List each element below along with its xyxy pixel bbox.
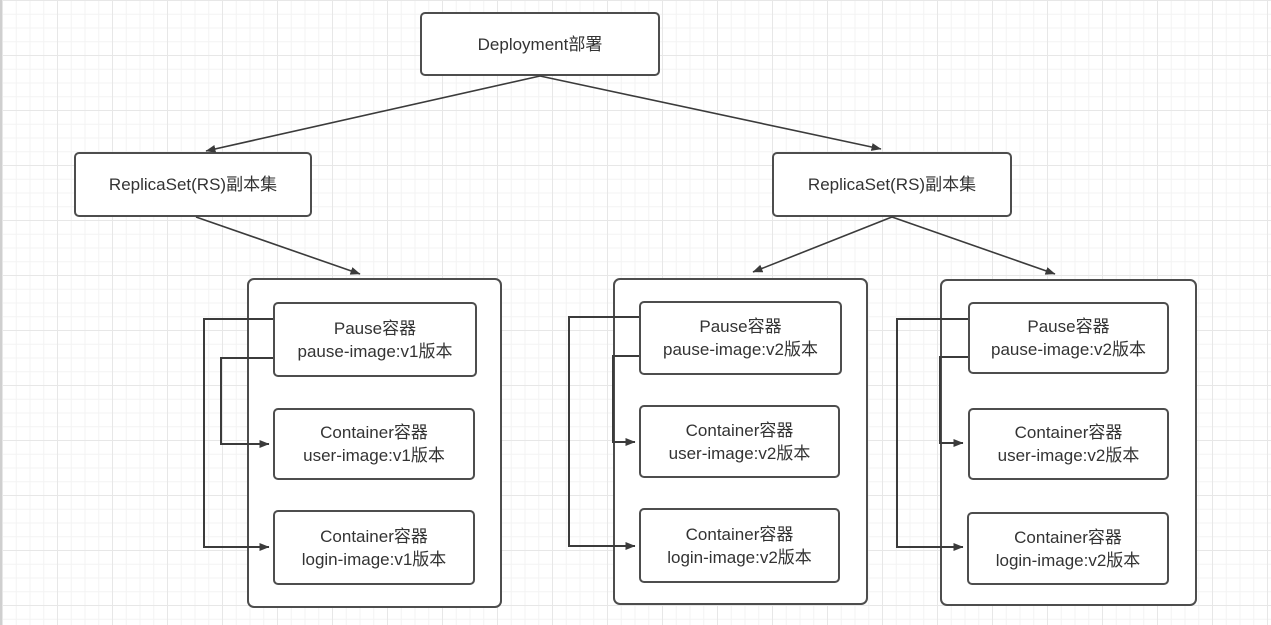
pod-2-login-container-node[interactable]: Container容器 login-image:v2版本 [639,508,840,583]
pod-1-pause-container-node[interactable]: Pause容器 pause-image:v1版本 [273,302,477,377]
arrow-deployment-to-rs-right [539,75,882,151]
arrow-rs-right-to-pod-2 [752,216,893,273]
container-label: Container容器 login-image:v1版本 [301,526,447,569]
pod-1-login-container-node[interactable]: Container容器 login-image:v1版本 [273,510,475,585]
container-label: Container容器 user-image:v2版本 [997,423,1140,465]
container-label: Container容器 user-image:v1版本 [303,423,445,465]
arrow-rs-right-to-pod-3 [891,216,1056,275]
replicaset-left-label: ReplicaSet(RS)副本集 [108,175,278,194]
arrow-deployment-to-rs-left [205,75,541,153]
container-label: Container容器 login-image:v2版本 [667,524,812,567]
replicaset-left-node[interactable]: ReplicaSet(RS)副本集 [74,152,312,217]
deployment-node[interactable]: Deployment部署 [420,12,660,76]
deployment-label: Deployment部署 [477,34,603,54]
pod-3-user-container-node[interactable]: Container容器 user-image:v2版本 [968,408,1169,480]
pod-3-login-container-node[interactable]: Container容器 login-image:v2版本 [967,512,1169,585]
container-label: Container容器 user-image:v2版本 [668,420,811,463]
container-label: Pause容器 pause-image:v2版本 [991,317,1146,359]
pod-2-user-container-node[interactable]: Container容器 user-image:v2版本 [639,405,840,478]
replicaset-right-node[interactable]: ReplicaSet(RS)副本集 [772,152,1012,217]
container-label: Pause容器 pause-image:v1版本 [297,318,453,361]
pod-1-user-container-node[interactable]: Container容器 user-image:v1版本 [273,408,475,480]
pod-3-pause-container-node[interactable]: Pause容器 pause-image:v2版本 [968,302,1169,374]
container-label: Pause容器 pause-image:v2版本 [663,317,818,359]
arrow-rs-left-to-pod-1 [195,216,361,275]
replicaset-right-label: ReplicaSet(RS)副本集 [807,175,977,194]
pod-2-pause-container-node[interactable]: Pause容器 pause-image:v2版本 [639,301,842,375]
container-label: Container容器 login-image:v2版本 [995,527,1141,570]
